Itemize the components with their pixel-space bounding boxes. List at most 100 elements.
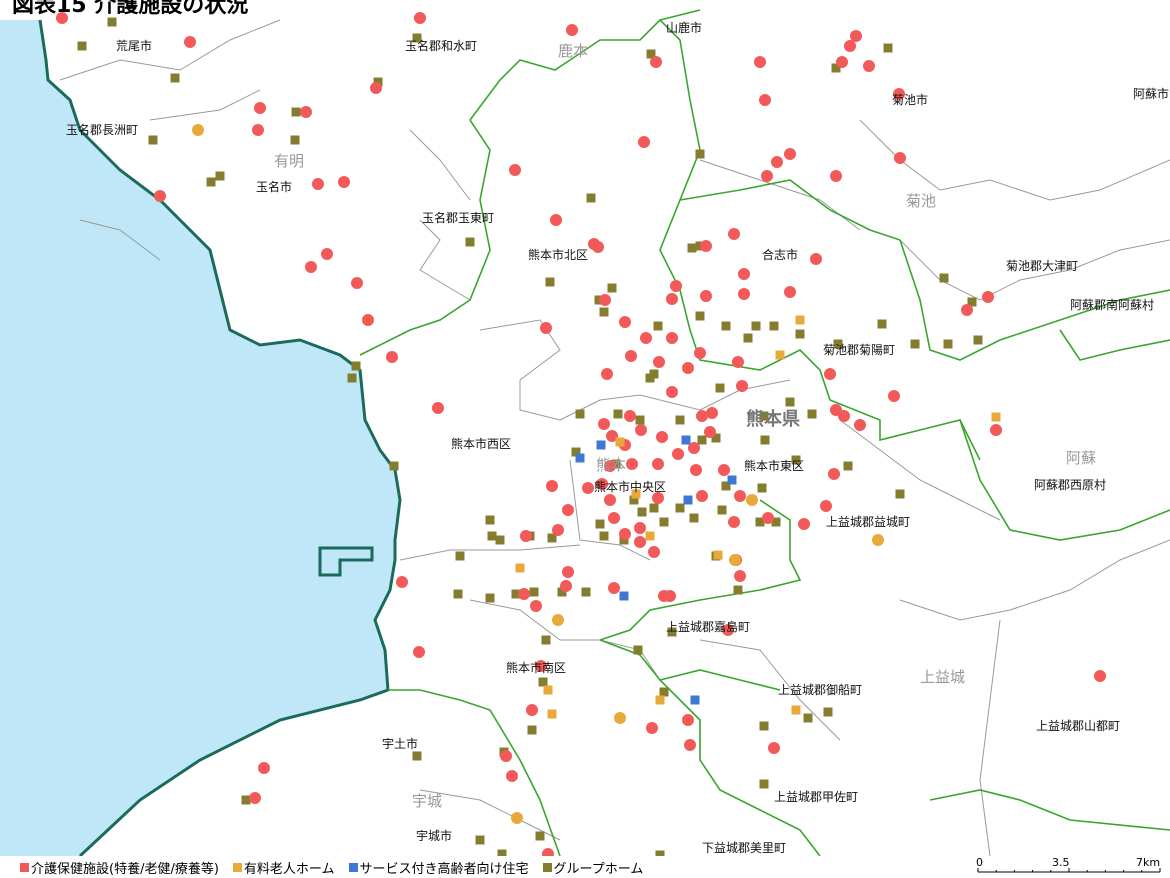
legend-swatch-paid — [232, 863, 242, 872]
marker-group-home — [823, 707, 833, 717]
marker-group-home — [206, 177, 216, 187]
marker-care-facility — [684, 739, 696, 751]
marker-paid-home — [515, 563, 525, 573]
marker-care-facility — [300, 106, 312, 118]
marker-care-facility — [635, 424, 647, 436]
marker-group-home — [751, 321, 761, 331]
place-label: 熊本市中央区 — [594, 479, 666, 494]
marker-care-facility — [254, 102, 266, 114]
marker-care-facility — [619, 528, 631, 540]
marker-group-home — [148, 135, 158, 145]
place-label: 菊池郡菊陽町 — [823, 343, 895, 357]
marker-group-home — [721, 481, 731, 491]
marker-group-home — [215, 171, 225, 181]
legend-item-service: サービス付き高齢者向け住宅 — [348, 858, 529, 877]
marker-paid-home — [795, 315, 805, 325]
marker-care-facility — [784, 286, 796, 298]
marker-group-home — [170, 73, 180, 83]
marker-group-home — [575, 409, 585, 419]
marker-group-home — [667, 627, 677, 637]
marker-care-facility — [666, 386, 678, 398]
marker-group-home — [689, 513, 699, 523]
marker-group-home — [465, 237, 475, 247]
scale-bar: 0 3.5 7km — [976, 856, 1161, 873]
marker-care-facility — [810, 253, 822, 265]
marker-care-facility — [386, 351, 398, 363]
prefecture-label: 熊本県 — [746, 408, 800, 430]
legend-label-group: グループホーム — [553, 862, 644, 877]
marker-care-facility — [606, 430, 618, 442]
marker-group-home — [939, 273, 949, 283]
marker-group-home — [697, 435, 707, 445]
marker-care-facility — [706, 407, 718, 419]
marker-paid-home — [775, 350, 785, 360]
marker-group-home — [785, 397, 795, 407]
marker-group-home — [791, 455, 801, 465]
marker-care-facility — [640, 332, 652, 344]
marker-group-home — [973, 335, 983, 345]
place-label: 上益城郡嘉島町 — [666, 619, 750, 634]
marker-care-facility — [893, 88, 905, 100]
marker-group-home — [347, 373, 357, 383]
marker-group-home — [883, 43, 893, 53]
marker-care-facility — [738, 268, 750, 280]
marker-group-home — [453, 589, 463, 599]
marker-group-home — [675, 503, 685, 513]
marker-care-facility — [761, 170, 773, 182]
marker-care-facility — [754, 56, 766, 68]
place-label: 上益城郡御船町 — [778, 682, 862, 697]
place-label: 玉名郡長洲町 — [66, 122, 138, 137]
coastline-island — [318, 546, 374, 577]
marker-group-home — [687, 243, 697, 253]
marker-care-facility — [666, 293, 678, 305]
marker-group-home — [795, 329, 805, 339]
marker-group-home — [633, 645, 643, 655]
marker-care-facility — [604, 460, 616, 472]
place-label: 菊池郡大津町 — [1006, 259, 1078, 273]
place-label: 荒尾市 — [116, 38, 152, 53]
place-label: 熊本市東区 — [744, 458, 804, 473]
marker-group-home — [241, 795, 251, 805]
legend-label-service: サービス付き高齢者向け住宅 — [359, 862, 529, 877]
marker-care-facility — [634, 536, 646, 548]
marker-group-home — [717, 505, 727, 515]
marker-group-home — [757, 483, 767, 493]
marker-paid-home — [713, 550, 723, 560]
marker-group-home — [607, 283, 617, 293]
marker-group-home — [943, 339, 953, 349]
marker-care-facility — [728, 228, 740, 240]
marker-group-home — [695, 311, 705, 321]
marker-care-facility — [321, 248, 333, 260]
marker-group-home — [695, 149, 705, 159]
place-label: 上益城郡山都町 — [1036, 719, 1120, 733]
marker-care-facility — [432, 402, 444, 414]
marker-care-facility — [664, 590, 676, 602]
marker-group-home — [412, 33, 422, 43]
marker-care-facility — [184, 36, 196, 48]
marker-care-facility — [638, 136, 650, 148]
place-label: 合志市 — [762, 247, 798, 262]
marker-care-facility — [722, 624, 734, 636]
region-label: 有明 — [274, 152, 304, 170]
region-label: 菊池 — [906, 192, 936, 210]
marker-group-home — [595, 519, 605, 529]
marker-care-facility — [338, 176, 350, 188]
marker-paid-home — [547, 709, 557, 719]
marker-care-facility — [592, 241, 604, 253]
marker-care-facility — [768, 742, 780, 754]
legend: 介護保健施設(特養/老健/療養等) 有料老人ホーム サービス付き高齢者向け住宅 … — [20, 858, 643, 877]
marker-group-home — [557, 587, 567, 597]
marker-group-home — [599, 531, 609, 541]
marker-service-housing — [575, 453, 585, 463]
marker-care-facility — [828, 468, 840, 480]
marker-care-facility — [982, 291, 994, 303]
marker-care-facility — [540, 322, 552, 334]
place-label: 菊池市 — [892, 92, 928, 107]
marker-care-facility — [696, 490, 708, 502]
marker-group-home — [527, 725, 537, 735]
legend-swatch-service — [348, 863, 358, 872]
marker-care-facility — [500, 750, 512, 762]
marker-group-home — [635, 415, 645, 425]
marker-care-facility — [961, 304, 973, 316]
marker-group-home — [659, 517, 669, 527]
